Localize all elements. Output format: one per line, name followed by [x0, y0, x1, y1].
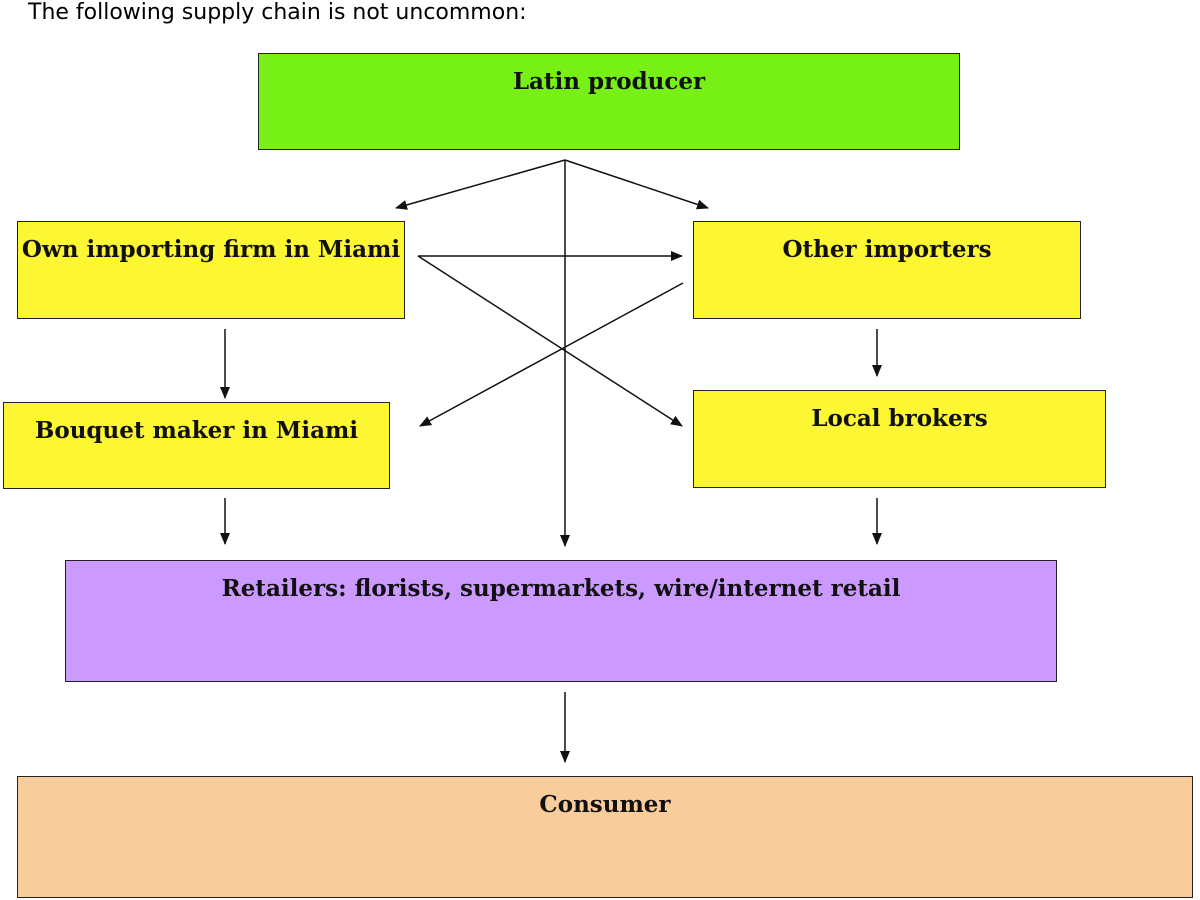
node-own-importing-firm: Own importing firm in Miami — [17, 221, 405, 319]
arrow-own-importer-to-local-brokers — [417, 255, 683, 427]
node-label: Consumer — [539, 791, 671, 818]
node-local-brokers: Local brokers — [693, 390, 1106, 488]
arrow-producer-to-other-importers — [564, 159, 709, 210]
node-label: Latin producer — [512, 68, 706, 95]
node-label: Own importing firm in Miami — [21, 236, 401, 263]
arrow-other-importers-to-bouquet-maker — [419, 282, 684, 427]
arrow-producer-to-own-importer — [395, 159, 566, 210]
node-latin-producer: Latin producer — [258, 53, 960, 150]
node-retailers: Retailers: florists, supermarkets, wire/… — [65, 560, 1057, 682]
node-label: Local brokers — [811, 405, 988, 432]
intro-text: The following supply chain is not uncomm… — [28, 0, 527, 25]
node-label: Retailers: florists, supermarkets, wire/… — [221, 575, 901, 602]
node-bouquet-maker: Bouquet maker in Miami — [3, 402, 390, 489]
node-consumer: Consumer — [17, 776, 1193, 898]
node-other-importers: Other importers — [693, 221, 1081, 319]
node-label: Other importers — [782, 236, 992, 263]
node-label: Bouquet maker in Miami — [34, 417, 359, 444]
